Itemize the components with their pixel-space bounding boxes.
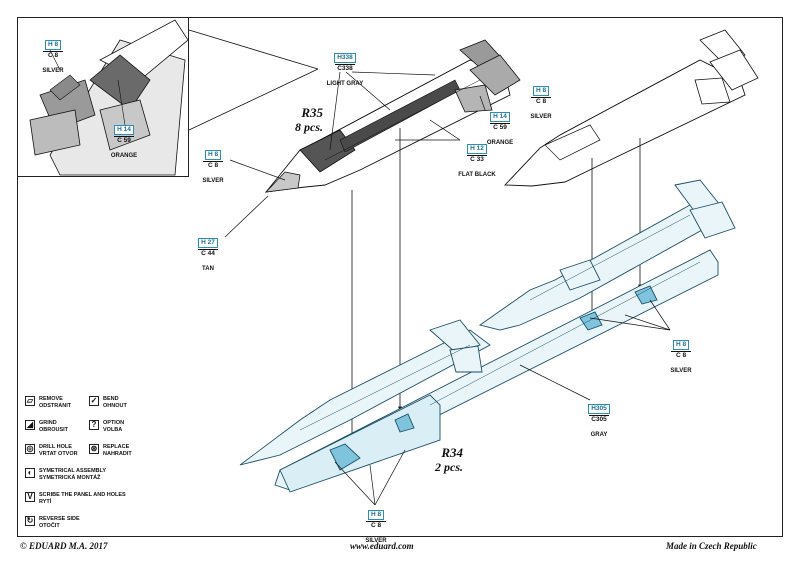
zoom-line-top [188,29,319,70]
replace-icon: ⊛ [89,444,99,454]
callout-h-code: H305 [588,404,610,414]
legend-label: REPLACE [103,444,130,450]
callout-c-code: C 33 [467,155,487,163]
callout-h-code: H 8 [367,510,385,520]
callout-tan: H 27 C 44 TAN [193,231,223,275]
r34-title: R34 [441,445,463,460]
r35-title: R35 [301,105,323,120]
leader-lines [224,71,671,506]
callout-color-name: SILVER [365,538,387,544]
scribe-icon: V [25,492,35,502]
callout-color-name: SILVER [42,68,64,74]
legend-label-cz: OHNOUT [103,403,127,409]
callout-c-code: C305 [589,415,609,423]
remove-icon: ▱ [25,396,35,406]
footer-made-in: Made in Czech Republic [666,541,757,551]
callout-gray: H305 C305 GRAY [584,397,614,441]
drill-hole-icon: ◎ [25,444,35,454]
legend-label-cz: ODSTRANIT [39,403,72,409]
callout-fin-silver: H 8 C 8 SILVER [526,79,556,123]
callout-color-name: SILVER [202,178,224,184]
callout-c-code: C 8 [203,161,223,169]
callout-inset-orange: H 14 C 59 ORANGE [104,118,144,162]
callout-color-name: FLAT BLACK [458,172,496,178]
r34-launcher-assembly [239,179,736,493]
callout-h-code: H 12 [467,144,487,154]
legend-label: DRILL HOLE [39,444,72,450]
r34-quantity: 2 pcs. [435,460,463,474]
sheet-frame [17,17,783,537]
callout-light-gray: H338 C338 LIGHT GRAY [320,46,370,90]
legend-label: SYMETRICAL ASSEMBLY [39,468,107,474]
reverse-side-icon: ↻ [25,516,35,526]
legend-label-cz: VRTAT OTVOR [39,451,78,457]
callout-color-name: ORANGE [110,153,138,159]
callout-c-code: C 8 [531,97,551,105]
callout-rail-silver: H 8 C 8 SILVER [666,333,696,377]
footer-copyright: © EDUARD M.A. 2017 [20,541,108,551]
callout-c-code: C 44 [198,249,218,257]
callout-color-name: SILVER [670,368,692,374]
callout-color-name: ORANGE [486,140,514,146]
r34-label: R34 2 pcs. [408,445,463,475]
callout-flat-black: H 12 C 33 FLAT BLACK [452,137,502,181]
r34-rail-lines [299,214,701,431]
callout-color-name: TAN [202,266,214,272]
r35-label: R35 8 pcs. [268,105,323,135]
callout-color-name: LIGHT GRAY [326,81,364,87]
callout-nose-silver: H 8 C 8 SILVER [198,143,228,187]
callout-h-code: H 14 [490,112,510,122]
legend-label-cz: OBROUSIT [39,427,69,433]
legend-label-cz: VOLBA [103,427,123,433]
bend-icon: ✓ [89,396,99,406]
r35-quantity: 8 pcs. [295,120,323,134]
callout-h-code: H 27 [198,238,218,248]
callout-h-code: H338 [334,53,356,63]
legend-label: REVERSE SIDE [39,516,80,522]
legend-label-cz: RYTÍ [39,499,52,505]
legend-label: GRIND [39,420,57,426]
callout-h-code: H 8 [672,340,690,350]
callout-c-code: C 8 [43,51,63,59]
legend-label: REMOVE [39,396,63,402]
r35-missile-plain [503,29,759,187]
zoom-line-bottom [188,68,319,131]
legend-label: BEND [103,396,119,402]
legend-label-cz: SYMETRICKÁ MONTÁŽ [39,475,101,481]
legend-label: OPTION [103,420,125,426]
callout-c-code: C 59 [490,123,510,131]
symmetrical-assembly-icon: ◐ [25,468,35,478]
callout-c-code: C338 [335,64,355,72]
legend-label: SCRIBE THE PANEL AND HOLES [39,492,126,498]
callout-color-name: SILVER [530,114,552,120]
callout-h-code: H 8 [532,86,550,96]
callout-h-code: H 8 [44,40,62,50]
callout-fin-orange: H 14 C 59 ORANGE [480,105,520,149]
callout-inset-silver: H 8 C 8 SILVER [38,33,68,77]
detail-inset-frame [17,17,189,177]
footer-website[interactable]: www.eduard.com [350,541,414,551]
callout-c-code: C 8 [671,351,691,359]
callout-h-code: H 14 [114,125,134,135]
r35-missile-painted [264,39,521,193]
option-icon: ? [89,420,99,430]
grind-icon: ◢ [25,420,35,430]
callout-h-code: H 8 [204,150,222,160]
legend-label-cz: OTOČIT [39,523,60,529]
callout-color-name: GRAY [590,432,608,438]
legend-label-cz: NAHRADIT [103,451,132,457]
callout-c-code: C 59 [114,136,134,144]
callout-c-code: C 8 [366,521,386,529]
callout-bottom-silver: H 8 C 8 SILVER [361,503,391,547]
